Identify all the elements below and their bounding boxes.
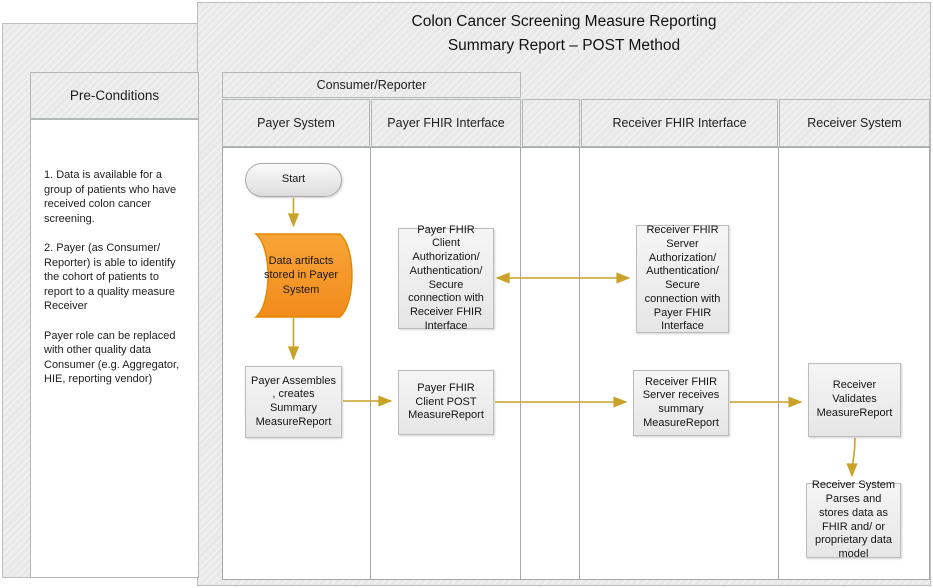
payer-assembles-node: Payer Assembles , creates Summary Measur… — [245, 366, 342, 438]
lane-header-payer-system: Payer System — [222, 99, 370, 147]
lane-header-receiver-system: Receiver System — [779, 99, 930, 147]
receiver-receives-node: Receiver FHIR Server receives summary Me… — [633, 370, 729, 436]
lane-header-label: Receiver System — [807, 115, 902, 130]
payer-post-label: Payer FHIR Client POST MeasureReport — [408, 381, 484, 422]
lane-payer-system — [222, 147, 371, 580]
payer-auth-node: Payer FHIR Client Authorization/ Authent… — [398, 224, 494, 332]
lane-header-label: Receiver FHIR Interface — [612, 115, 747, 130]
preconditions-header: Pre-Conditions — [30, 72, 199, 119]
precondition-3: Payer role can be replaced with other qu… — [44, 329, 180, 386]
preconditions-header-label: Pre-Conditions — [69, 88, 160, 103]
start-node: Start — [245, 163, 342, 197]
receiver-receives-label: Receiver FHIR Server receives summary Me… — [642, 375, 720, 429]
lane-header-payer-fhir-interface: Payer FHIR Interface — [371, 99, 521, 147]
start-label: Start — [281, 173, 306, 186]
lane-header-label: Payer FHIR Interface — [387, 115, 505, 130]
receiver-auth-label: Receiver FHIR Server Authorization/ Auth… — [644, 224, 721, 333]
lane-group-label: Consumer/Reporter — [316, 78, 427, 92]
data-artifacts-node: Data artifacts stored in Payer System — [243, 233, 355, 318]
lane-blank — [520, 147, 580, 580]
diagram-title: Colon Cancer Screening Measure Reporting… — [197, 10, 931, 58]
payer-post-node: Payer FHIR Client POST MeasureReport — [398, 370, 494, 435]
receiver-validates-label: Receiver Validates MeasureReport — [816, 379, 893, 419]
lane-header-label: Payer System — [257, 115, 335, 130]
receiver-validates-node: Receiver Validates MeasureReport — [808, 363, 901, 437]
receiver-parses-node: Receiver System Parses and stores data a… — [806, 479, 901, 560]
lane-group-consumer-reporter: Consumer/Reporter — [222, 72, 521, 98]
diagram-title-line2: Summary Report – POST Method — [447, 37, 681, 55]
lane-receiver-fhir-interface — [579, 147, 779, 580]
precondition-2: 2. Payer (as Consumer/ Reporter) is able… — [44, 242, 176, 313]
receiver-parses-label: Receiver System Parses and stores data a… — [811, 479, 896, 560]
payer-assembles-label: Payer Assembles , creates Summary Measur… — [251, 374, 336, 428]
stored-data-shape — [254, 233, 353, 318]
precondition-1: 1. Data is available for a group of pati… — [44, 169, 177, 225]
diagram-title-line1: Colon Cancer Screening Measure Reporting — [411, 13, 717, 30]
lane-header-receiver-fhir-interface: Receiver FHIR Interface — [581, 99, 778, 147]
receiver-auth-node: Receiver FHIR Server Authorization/ Auth… — [636, 224, 729, 333]
payer-auth-label: Payer FHIR Client Authorization/ Authent… — [408, 223, 484, 332]
lane-payer-fhir-interface — [370, 147, 521, 580]
preconditions-notes: 1. Data is available for a group of pati… — [30, 119, 199, 578]
lane-header-blank — [522, 99, 580, 147]
data-artifacts-label: Data artifacts stored in Payer System — [264, 255, 338, 296]
